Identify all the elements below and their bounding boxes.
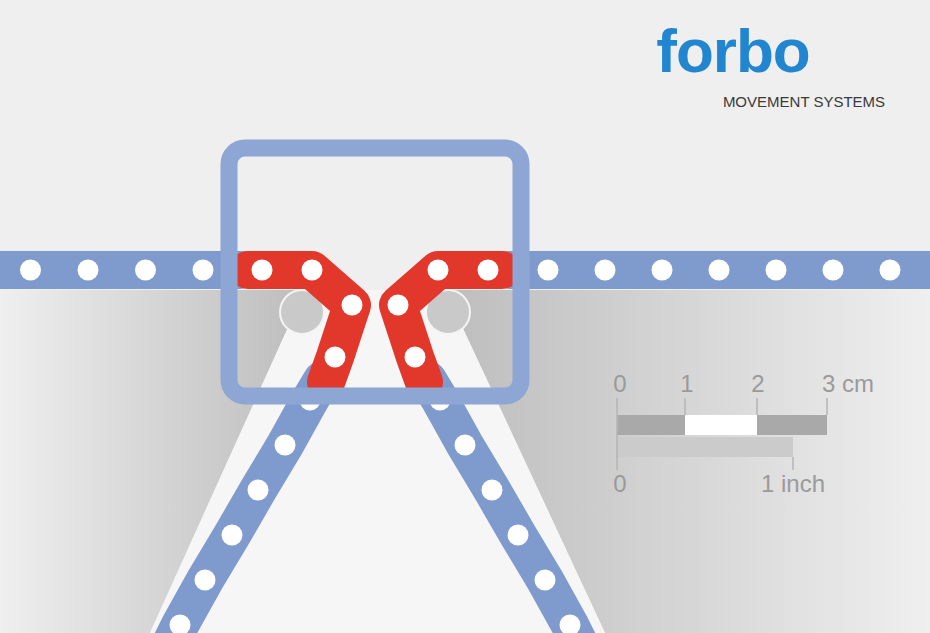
chain-link [510, 251, 930, 289]
scale-unit: 1 inch [761, 472, 825, 496]
chain-pin [455, 435, 476, 456]
chain-pin [560, 615, 581, 633]
chain-pin [428, 260, 449, 281]
scale-unit: 3 cm [822, 372, 874, 396]
scale-number: 2 [751, 372, 764, 396]
chain-pin [538, 260, 559, 281]
chain-pin [709, 260, 730, 281]
highlight-link [248, 270, 352, 382]
chain-pin [302, 260, 323, 281]
chain-pin [20, 260, 41, 281]
chain-pin [535, 570, 556, 591]
chain-pin [248, 480, 269, 501]
chain-pin [823, 260, 844, 281]
logo-wordmark: forbo [656, 20, 809, 82]
highlight-link [398, 270, 502, 382]
chain-pin [325, 347, 346, 368]
chain-pin [405, 347, 426, 368]
chain-pin [508, 525, 529, 546]
chain-pin [78, 260, 99, 281]
chain-pin [766, 260, 787, 281]
chain-pin [478, 260, 499, 281]
chain-pin [652, 260, 673, 281]
chain-link [428, 380, 590, 633]
chain-pin [135, 260, 156, 281]
logo-tagline: MOVEMENT SYSTEMS [723, 94, 885, 109]
chain-pin [170, 615, 191, 633]
chain-pin [275, 435, 296, 456]
chain-link [160, 380, 322, 633]
chain-pin [342, 295, 363, 316]
chain-pin [195, 570, 216, 591]
chain-pin [595, 260, 616, 281]
chain-pin [222, 525, 243, 546]
chain-pin [252, 260, 273, 281]
scale-number: 0 [613, 372, 626, 396]
chain-pin [193, 260, 214, 281]
chain-pin [482, 480, 503, 501]
detail-frame [229, 148, 521, 396]
chain-pin [388, 295, 409, 316]
scale-number: 0 [613, 472, 626, 496]
scale-number: 1 [680, 372, 693, 396]
scale-bar [617, 398, 827, 470]
chain-link [0, 251, 240, 289]
chain-pin [880, 260, 901, 281]
